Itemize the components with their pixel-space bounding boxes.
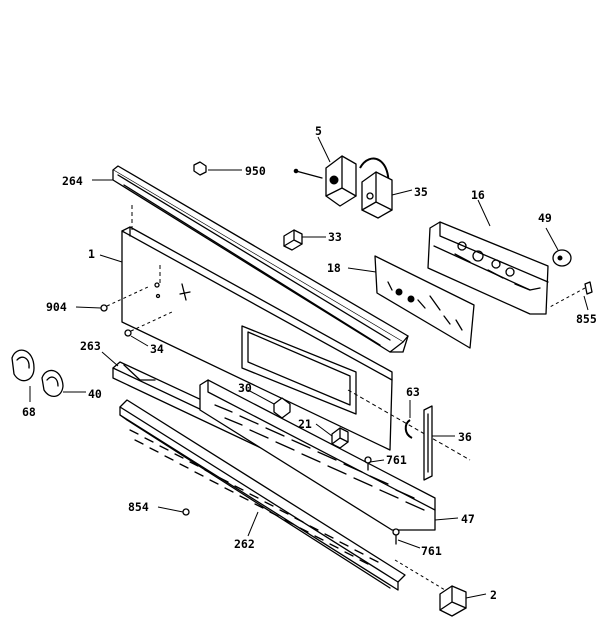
label-36: 36 <box>458 430 472 444</box>
screw-855 <box>547 281 593 309</box>
screw-761-lower <box>392 528 400 545</box>
label-63: 63 <box>406 385 420 399</box>
label-950: 950 <box>245 164 266 178</box>
label-1: 1 <box>88 247 95 261</box>
switch-35 <box>361 171 393 219</box>
label-263: 263 <box>80 339 101 353</box>
label-35: 35 <box>414 185 428 199</box>
label-2: 2 <box>490 588 497 602</box>
control-board-16 <box>427 221 549 315</box>
control-panel-1 <box>121 205 471 461</box>
vent-panel-47 <box>199 379 436 531</box>
part-68 <box>11 349 35 382</box>
label-30: 30 <box>238 381 252 395</box>
label-761-lower: 761 <box>421 544 442 558</box>
label-40: 40 <box>88 387 102 401</box>
leader-lines <box>29 136 589 599</box>
part-21 <box>331 427 349 449</box>
label-18: 18 <box>327 261 341 275</box>
screw-761-upper <box>364 456 372 471</box>
bar-36 <box>423 405 433 481</box>
label-68: 68 <box>22 405 36 419</box>
label-264: 264 <box>62 174 83 188</box>
label-854: 854 <box>128 500 149 514</box>
label-904: 904 <box>46 300 67 314</box>
label-21: 21 <box>298 417 312 431</box>
end-cap-2 <box>394 559 467 617</box>
part-40 <box>41 369 64 397</box>
label-34: 34 <box>150 342 164 356</box>
button-30 <box>273 397 291 419</box>
motor-assembly-5 <box>293 155 390 207</box>
overlay-18 <box>374 255 475 349</box>
label-5: 5 <box>315 124 322 138</box>
screw-854 <box>182 508 190 516</box>
trim-strip-264 <box>112 165 409 353</box>
bracket-33 <box>283 229 303 251</box>
part-labels: 5 264 950 35 16 49 1 33 18 904 855 34 26… <box>22 124 597 602</box>
knob-49 <box>552 249 572 267</box>
clip-950 <box>193 161 207 176</box>
label-33: 33 <box>328 230 342 244</box>
label-16: 16 <box>471 188 485 202</box>
screw-34 <box>124 311 173 337</box>
label-49: 49 <box>538 211 552 225</box>
label-262: 262 <box>234 537 255 551</box>
label-761-upper: 761 <box>386 453 407 467</box>
clip-63 <box>404 419 413 439</box>
label-47: 47 <box>461 512 475 526</box>
kickplate-262 <box>119 399 406 591</box>
label-855: 855 <box>576 312 597 326</box>
